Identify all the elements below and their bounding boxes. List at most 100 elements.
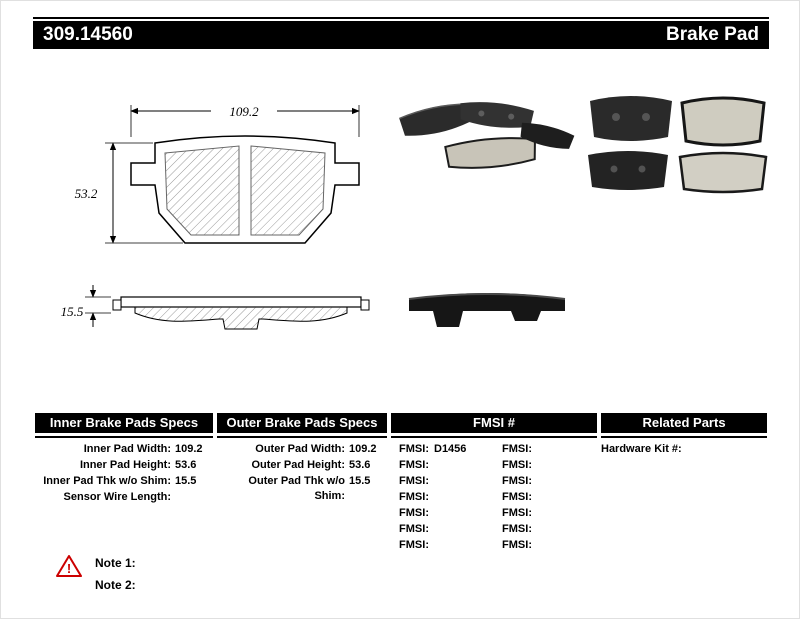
fmsi-row: FMSI: [391,458,494,474]
fmsi-label: FMSI: [502,507,532,519]
pad-photo-4 [520,122,575,149]
spec-value: 53.6 [175,459,197,471]
fmsi-row: FMSI: [494,458,597,474]
fmsi-value [532,474,597,490]
thickness-dimension-label: 15.5 [61,304,84,319]
fmsi-row: FMSI: [391,490,494,506]
fmsi-label: FMSI: [502,491,532,503]
part-number: 309.14560 [43,24,133,45]
spec-label: Outer Pad Width: [255,443,345,455]
spec-label: Inner Pad Thk w/o Shim: [43,475,171,487]
related-parts-column: Related Parts Hardware Kit #: [601,413,767,458]
fmsi-row: FMSI: [494,474,597,490]
warning-icon: ! [56,554,82,583]
inner-spec-row: Sensor Wire Length: [35,490,213,506]
fmsi-value [532,522,597,538]
fmsi-label: FMSI: [399,507,429,519]
fmsi-label: FMSI: [399,539,429,551]
fmsi-row: FMSI: [494,522,597,538]
spec-value: 109.2 [349,443,377,455]
pad-friction-photo-top [680,96,766,147]
related-label: Hardware Kit #: [601,443,682,455]
fmsi-subcolumn-2: FMSI: FMSI: FMSI: FMSI: FMSI: [494,442,597,554]
fmsi-label: FMSI: [399,475,429,487]
side-friction-material [134,306,348,330]
header-bar: 309.14560 Brake Pad [33,21,769,49]
outer-specs-column: Outer Brake Pads Specs Outer Pad Width: … [217,413,387,502]
fmsi-row: FMSI: [391,506,494,522]
spec-label: Outer Pad Thk w/o Shim: [248,475,345,502]
fmsi-label: FMSI: [502,475,532,487]
related-parts-header: Related Parts [601,413,767,433]
fmsi-label: FMSI: [502,459,532,471]
fmsi-row: FMSI: [494,442,597,458]
friction-material-right [250,145,326,236]
fmsi-value [532,442,597,458]
spec-value [171,490,213,506]
fmsi-label: FMSI: [502,523,532,535]
pad-photo-2 [460,102,534,128]
fmsi-label: FMSI: [399,459,429,471]
fmsi-column: FMSI # FMSI: D1456 FMSI: FMSI: FMSI: [391,413,597,554]
pad-friction-photo-bottom [678,151,768,194]
fmsi-label: FMSI: [399,523,429,535]
fmsi-row: FMSI: [391,538,494,554]
fmsi-row: FMSI: D1456 [391,442,494,458]
spec-label: Sensor Wire Length: [63,491,171,503]
fmsi-value [532,506,597,522]
fmsi-value [429,538,494,554]
outer-spec-row: Outer Pad Width: 109.2 [217,442,387,458]
fmsi-value [429,458,494,474]
fmsi-row: FMSI: [494,538,597,554]
fmsi-header: FMSI # [391,413,597,433]
pad-back-photo-top [590,96,672,141]
fmsi-value [429,522,494,538]
spec-label: Inner Pad Height: [79,459,171,471]
spec-value: 109.2 [175,443,203,455]
spec-label: Outer Pad Height: [251,459,345,471]
pad-photo-3-friction [444,137,536,169]
spec-value: 15.5 [175,475,197,487]
spec-label: Inner Pad Width: [83,443,171,455]
inner-specs-column: Inner Brake Pads Specs Inner Pad Width: … [35,413,213,506]
outer-spec-row: Outer Pad Thk w/o Shim: 15.5 [217,474,387,502]
related-parts-row: Hardware Kit #: [601,442,767,458]
fmsi-label: FMSI: [502,539,532,551]
inner-spec-row: Inner Pad Thk w/o Shim: 15.5 [35,474,213,490]
inner-specs-header: Inner Brake Pads Specs [35,413,213,433]
spec-value: 53.6 [349,459,371,471]
side-backing-plate [120,296,362,308]
backing-plate-outline [130,135,360,244]
fmsi-row: FMSI: [391,522,494,538]
fmsi-row: FMSI: [494,490,597,506]
outer-spec-row: Outer Pad Height: 53.6 [217,458,387,474]
fmsi-value [532,458,597,474]
pad-edge-photo [409,293,565,327]
pad-side-view-drawing: 15.5 [59,283,379,356]
fmsi-value: D1456 [434,443,467,455]
warning-glyph: ! [67,561,71,576]
inner-spec-row: Inner Pad Width: 109.2 [35,442,213,458]
note-1-label: Note 1: [95,556,136,570]
fmsi-value [429,506,494,522]
fmsi-value [429,490,494,506]
fmsi-label: FMSI: [399,491,429,503]
pad-profile-photo [399,283,577,343]
fmsi-label: FMSI: [502,443,532,455]
fmsi-value [532,490,597,506]
fmsi-value [429,474,494,490]
outer-specs-header: Outer Brake Pads Specs [217,413,387,433]
fmsi-row: FMSI: [494,506,597,522]
pad-photo-angled-group [391,93,576,203]
fmsi-value [532,538,597,554]
fmsi-row: FMSI: [391,474,494,490]
inner-spec-row: Inner Pad Height: 53.6 [35,458,213,474]
pad-photo-grid [584,87,771,204]
fmsi-label: FMSI: [399,443,429,455]
width-dimension-label: 109.2 [229,104,259,119]
pad-back-photo-bottom [588,151,668,190]
note-2-label: Note 2: [95,578,136,592]
page-header: 309.14560 Brake Pad [33,17,769,49]
fmsi-subcolumn-1: FMSI: D1456 FMSI: FMSI: FMSI: FMSI: [391,442,494,554]
